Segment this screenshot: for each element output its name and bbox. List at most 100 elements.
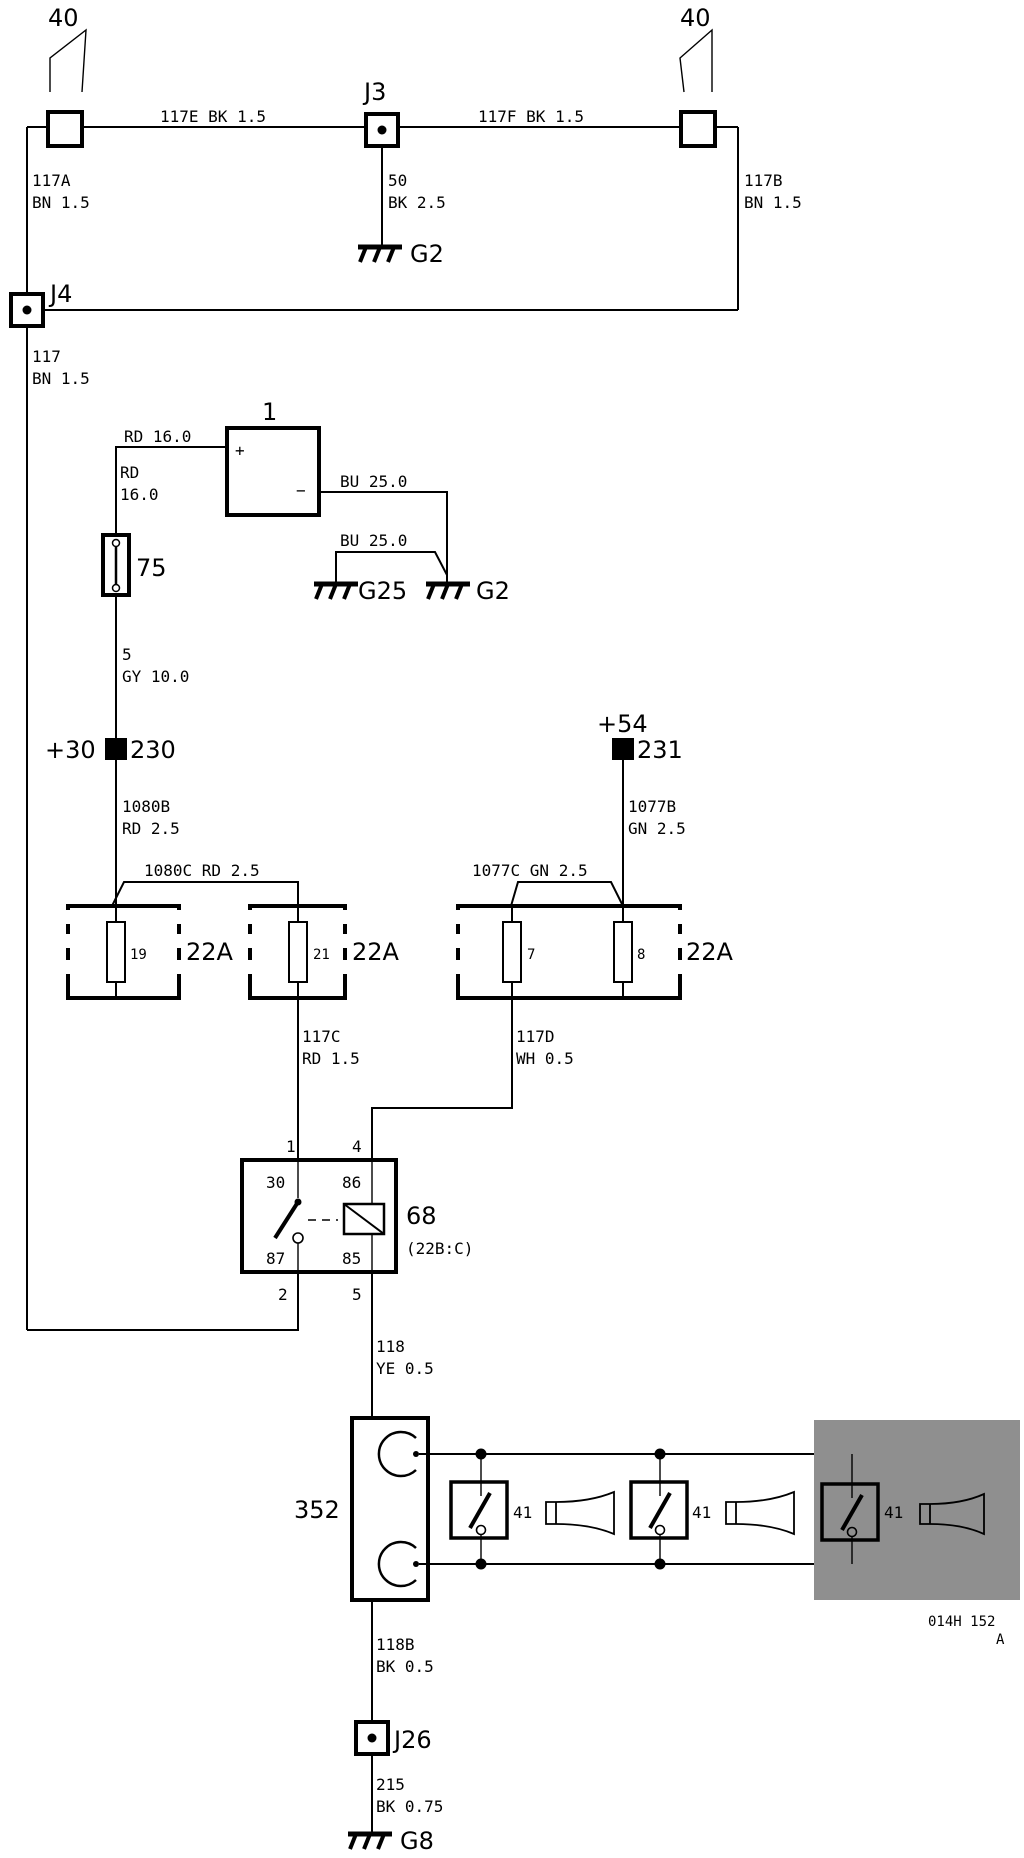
- wire-1080C: [111, 881, 299, 920]
- wire-117-spec: BN 1.5: [32, 369, 90, 388]
- wire-117B-spec: BN 1.5: [744, 193, 802, 212]
- fusebox-22a-mid-label: 22A: [352, 938, 400, 966]
- wire-rd16-top-label: RD 16.0: [124, 427, 191, 446]
- wire-118-num: 118: [376, 1337, 405, 1356]
- horn-switch-left: 40: [46, 4, 87, 148]
- fusebox-22a-fuse-19: 19 22A: [66, 904, 234, 1000]
- wire-bu25-b: [335, 551, 448, 582]
- battery-plus: +: [235, 441, 245, 460]
- terminal-30-num: 230: [130, 736, 176, 764]
- wire-bu25-a: [319, 491, 448, 582]
- horn-module-label: 352: [294, 1496, 340, 1524]
- wire-117B-num: 117B: [744, 171, 783, 190]
- ground-g25: G25: [314, 577, 407, 605]
- wire-117-num: 117: [32, 347, 61, 366]
- wire-117F-label: 117F BK 1.5: [478, 107, 584, 126]
- battery-label: 1: [262, 398, 277, 426]
- wire-118B-spec: BK 0.5: [376, 1657, 434, 1676]
- wire-117D-spec: WH 0.5: [516, 1049, 574, 1068]
- wire-117C-num: 117C: [302, 1027, 341, 1046]
- fuse-21-label: 21: [313, 947, 330, 963]
- horn-3-optional: 41: [814, 1420, 1020, 1600]
- wire-215-num: 215: [376, 1775, 405, 1794]
- relay-68: 1 4 30 86 87 85 2 5 68 (22B:C): [240, 1137, 473, 1304]
- horn-2-label: 41: [692, 1503, 711, 1522]
- wire-117D-num: 117D: [516, 1027, 555, 1046]
- relay-pin-86: 86: [342, 1173, 361, 1192]
- wire-1077C-label: 1077C GN 2.5: [472, 861, 588, 880]
- ground-g2-mid: G2: [426, 577, 510, 605]
- relay-connector-2: 2: [278, 1285, 288, 1304]
- ground-g2-mid-label: G2: [476, 577, 510, 605]
- wire-bu25-a-label: BU 25.0: [340, 472, 407, 491]
- wire-rd16-side-a: RD: [120, 463, 139, 482]
- ground-g2-top: G2: [358, 240, 444, 268]
- horn-module-352: 352: [294, 1416, 430, 1602]
- horn-switch-right-label: 40: [680, 4, 711, 32]
- wire-117A-num: 117A: [32, 171, 71, 190]
- junction-j26-label: J26: [392, 1726, 432, 1754]
- wire-1077B-spec: GN 2.5: [628, 819, 686, 838]
- wire-118-spec: YE 0.5: [376, 1359, 434, 1378]
- relay-connector-5: 5: [352, 1285, 362, 1304]
- junction-j3: J3: [362, 78, 400, 148]
- relay-location: (22B:C): [406, 1239, 473, 1258]
- junction-j4: J4: [9, 280, 72, 328]
- drawing-id: 014H 152: [928, 1614, 995, 1630]
- fusebox-22a-right-label: 22A: [686, 938, 734, 966]
- wire-5-spec: GY 10.0: [122, 667, 189, 686]
- wire-rd16: [115, 446, 227, 535]
- ground-g8: G8: [348, 1827, 434, 1855]
- battery: 1 + −: [225, 398, 321, 517]
- wire-5-num: 5: [122, 645, 132, 664]
- wire-1077B-num: 1077B: [628, 797, 676, 816]
- wire-215-spec: BK 0.75: [376, 1797, 443, 1816]
- fuse-7-label: 7: [527, 947, 535, 963]
- relay-pin-30: 30: [266, 1173, 285, 1192]
- relay-connector-4: 4: [352, 1137, 362, 1156]
- terminal-30-label: +30: [45, 736, 96, 764]
- wire-1077C: [510, 881, 624, 907]
- horn-3-label: 41: [884, 1503, 903, 1522]
- wire-50-num: 50: [388, 171, 407, 190]
- terminal-54-label: +54: [597, 710, 648, 738]
- relay-label: 68: [406, 1202, 437, 1230]
- drawing-rev: A: [996, 1632, 1005, 1648]
- battery-minus: −: [296, 481, 306, 500]
- terminal-54-num: 231: [637, 736, 683, 764]
- horn-2: 41: [629, 1448, 795, 1570]
- relay-connector-1: 1: [286, 1137, 296, 1156]
- fuse-75: 75: [101, 533, 167, 597]
- horn-switch-left-label: 40: [48, 4, 79, 32]
- wire-50-spec: BK 2.5: [388, 193, 446, 212]
- terminal-54: +54 231: [597, 710, 683, 764]
- horn-1: 41: [449, 1448, 615, 1570]
- terminal-30: +30 230: [45, 736, 176, 764]
- ground-g2-top-label: G2: [410, 240, 444, 268]
- relay-pin-85: 85: [342, 1249, 361, 1268]
- junction-j3-label: J3: [362, 78, 386, 106]
- fusebox-22a-left-label: 22A: [186, 938, 234, 966]
- horn-switch-right: 40: [679, 4, 717, 148]
- fuse-19-label: 19: [130, 947, 147, 963]
- wire-117C-spec: RD 1.5: [302, 1049, 360, 1068]
- wire-rd16-side-b: 16.0: [120, 485, 159, 504]
- junction-j4-label: J4: [48, 280, 72, 308]
- wire-117E-label: 117E BK 1.5: [160, 107, 266, 126]
- wire-118B-num: 118B: [376, 1635, 415, 1654]
- wire-117D: [371, 998, 513, 1160]
- ground-g25-label: G25: [358, 577, 407, 605]
- wire-1080C-label: 1080C RD 2.5: [144, 861, 260, 880]
- junction-j26: J26: [354, 1720, 432, 1756]
- fuse-8-label: 8: [637, 947, 645, 963]
- relay-pin-87: 87: [266, 1249, 285, 1268]
- fuse-75-label: 75: [136, 554, 167, 582]
- wire-117A-spec: BN 1.5: [32, 193, 90, 212]
- ground-g8-label: G8: [400, 1827, 434, 1855]
- fusebox-22a-fuse-7-8: 7 8 22A: [456, 904, 734, 1000]
- wire-1080B-num: 1080B: [122, 797, 170, 816]
- fusebox-22a-fuse-21: 21 22A: [248, 904, 400, 1000]
- horn-1-label: 41: [513, 1503, 532, 1522]
- wire-bu25-b-label: BU 25.0: [340, 531, 407, 550]
